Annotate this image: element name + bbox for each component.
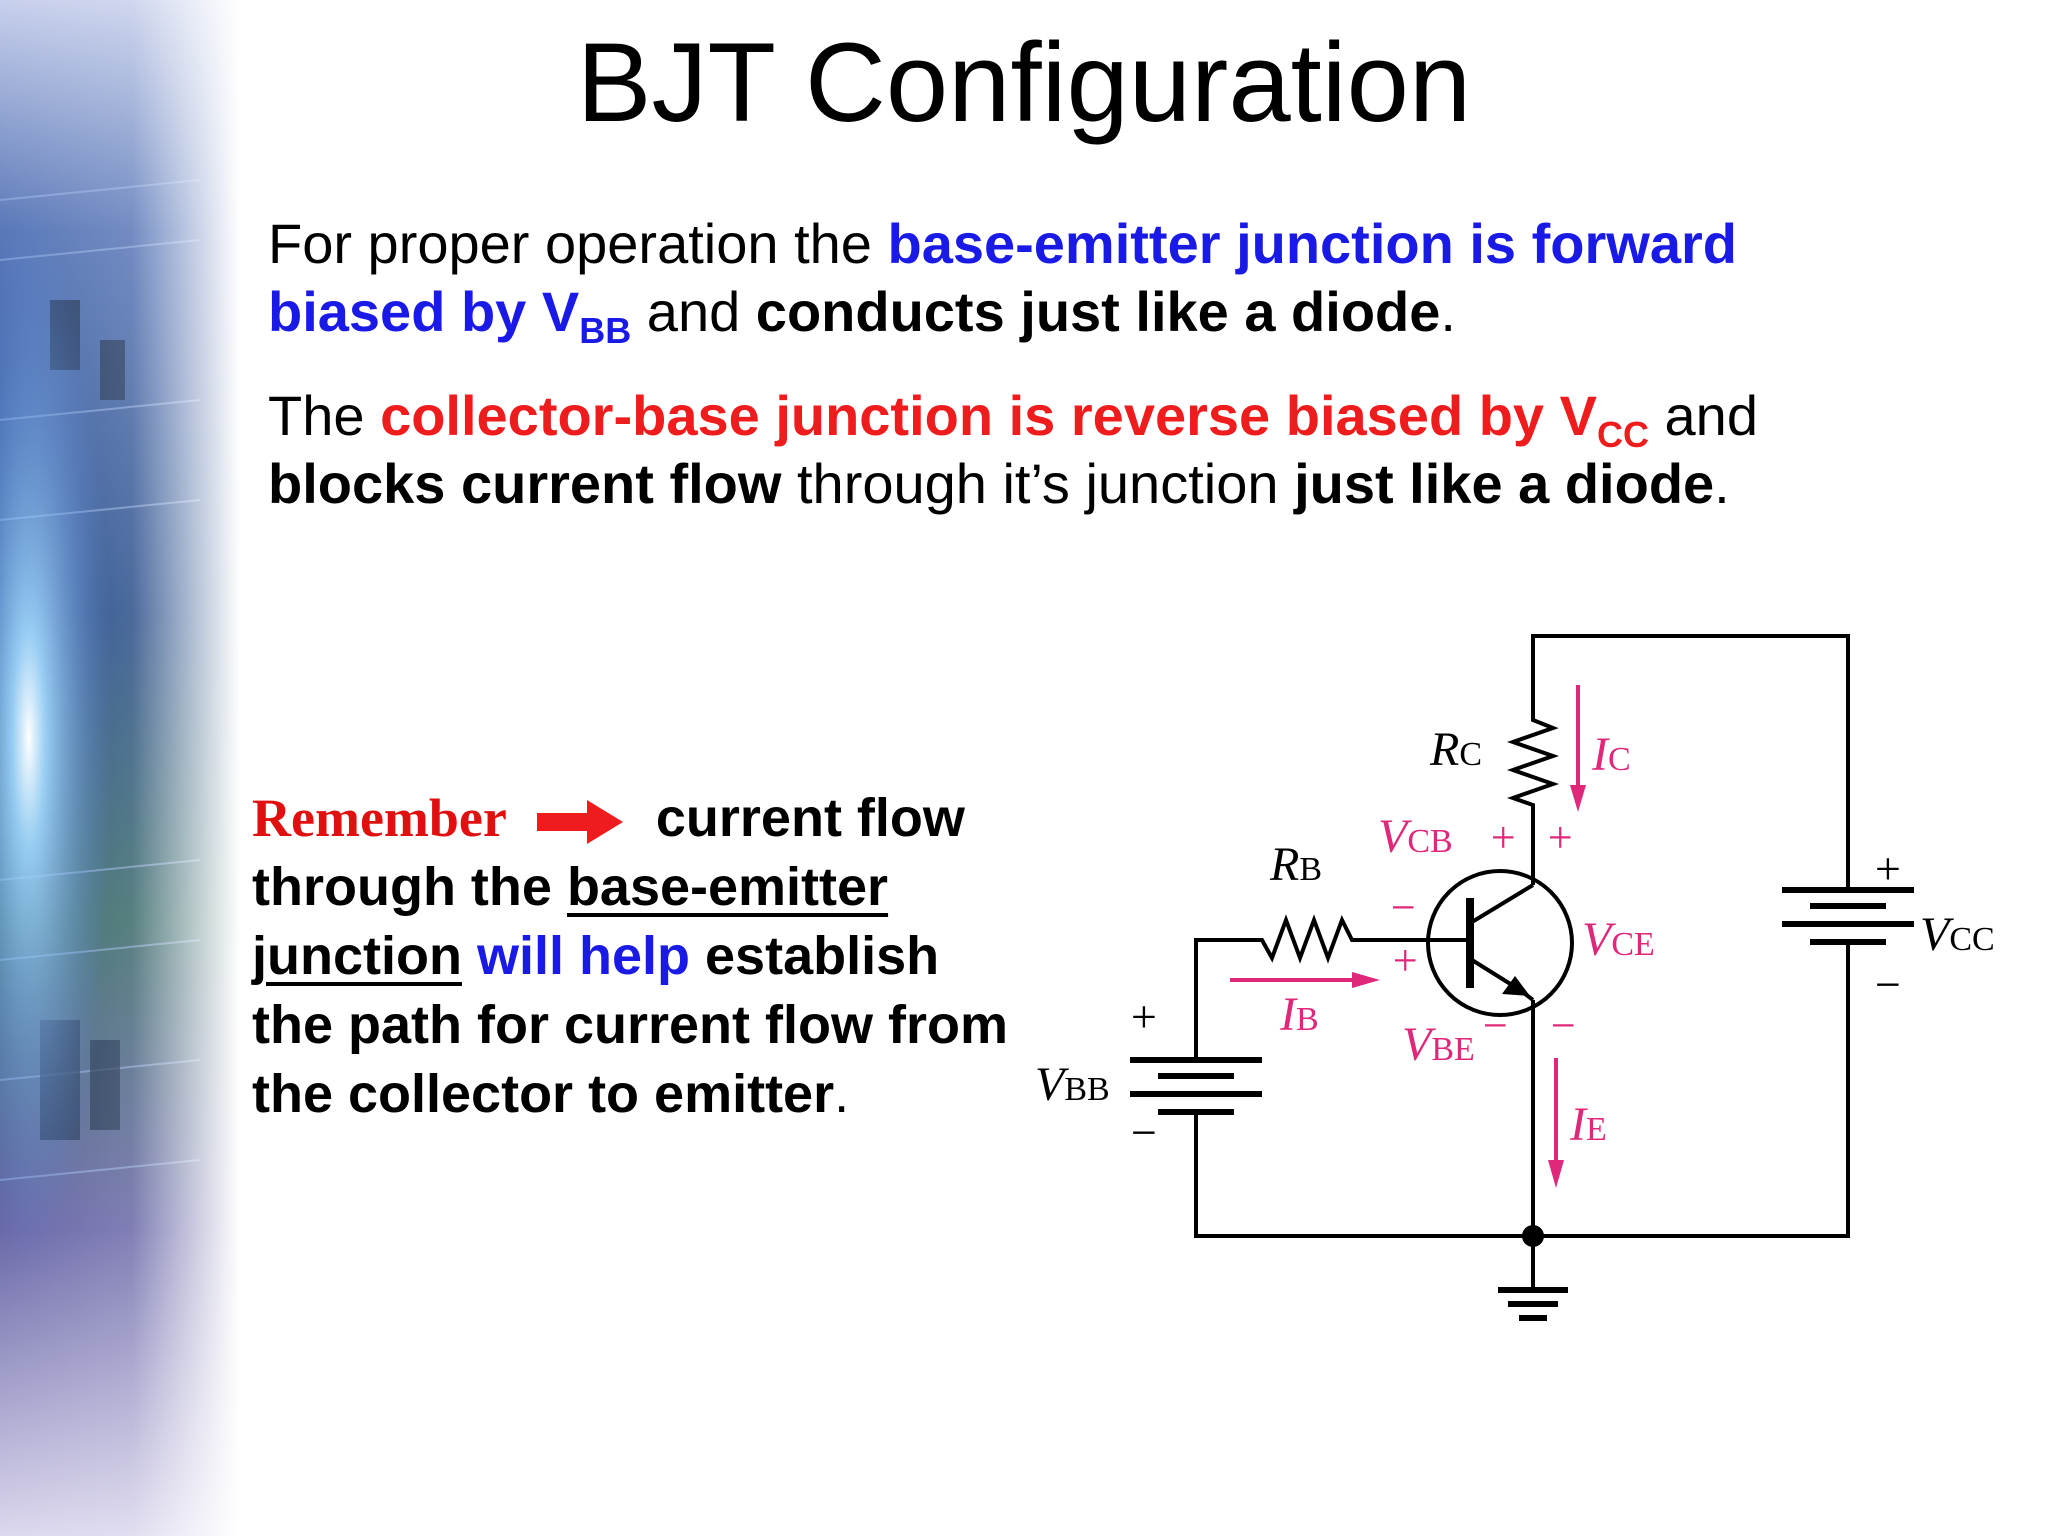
vbe-minus: − xyxy=(1480,1001,1510,1050)
text: For proper operation the xyxy=(268,212,888,275)
vcc-minus: − xyxy=(1872,959,1903,1010)
decorative-circuit-board-band xyxy=(0,0,240,1536)
highlight-forward-biased: base-emitter junction is forward biased … xyxy=(268,212,1737,351)
vbb-plus: + xyxy=(1128,991,1159,1042)
label-rb: RB xyxy=(1269,838,1322,891)
paragraph-forward-bias: For proper operation the base-emitter ju… xyxy=(268,212,1737,351)
vcb-minus: − xyxy=(1388,883,1418,932)
wire xyxy=(1531,634,1850,880)
emphasis-diode: just like a diode xyxy=(1294,452,1715,515)
label-vbe: VBE xyxy=(1402,1018,1475,1071)
underlined-base-emitter-junction: base-emitter junction xyxy=(252,857,889,986)
remember-label: Remember xyxy=(252,788,507,848)
battery-vcc xyxy=(1782,887,1914,945)
highlight-will-help: will help xyxy=(476,926,691,986)
vcc-plus: + xyxy=(1872,843,1903,894)
ground-icon xyxy=(1498,1287,1568,1321)
label-rc: RC xyxy=(1429,723,1482,776)
label-ic: IC xyxy=(1591,728,1631,781)
paragraph-reverse-bias: The collector-base junction is reverse b… xyxy=(268,384,1758,515)
slide-title: BJT Configuration xyxy=(576,20,1472,145)
vce-plus: + xyxy=(1545,813,1575,862)
wire xyxy=(1194,1115,1533,1238)
bjt-circuit-diagram: RC RB VBB VCC + − + − IC IB IE VCB VCE V… xyxy=(1035,634,1995,1321)
resistor-rb xyxy=(1194,914,1380,1060)
right-arrow-icon xyxy=(536,799,623,844)
transistor-body xyxy=(1426,869,1574,1017)
highlight-reverse-biased: collector-base junction is reverse biase… xyxy=(380,384,1649,455)
wire xyxy=(1533,960,1850,1238)
resistor-rc xyxy=(1506,710,1560,835)
label-vcc: VCC xyxy=(1920,908,1995,961)
junction-dot xyxy=(1522,1225,1544,1247)
label-vce: VCE xyxy=(1582,913,1655,966)
label-vcb: VCB xyxy=(1378,810,1453,863)
vbe-plus: + xyxy=(1390,936,1420,985)
emphasis-blocks: blocks current flow xyxy=(268,452,782,515)
emphasis-conducts: conducts just like a diode xyxy=(755,280,1441,343)
vce-minus: − xyxy=(1548,1001,1578,1050)
battery-vbb xyxy=(1130,1057,1262,1115)
label-ib: IB xyxy=(1279,988,1319,1041)
vcb-plus: + xyxy=(1488,813,1518,862)
label-vbb: VBB xyxy=(1035,1058,1110,1111)
label-ie: IE xyxy=(1569,1098,1607,1151)
vbb-minus: − xyxy=(1128,1107,1159,1158)
remember-note: Remember current flow through the base-e… xyxy=(252,788,1008,1124)
emitter-arrow-icon xyxy=(1502,976,1530,996)
